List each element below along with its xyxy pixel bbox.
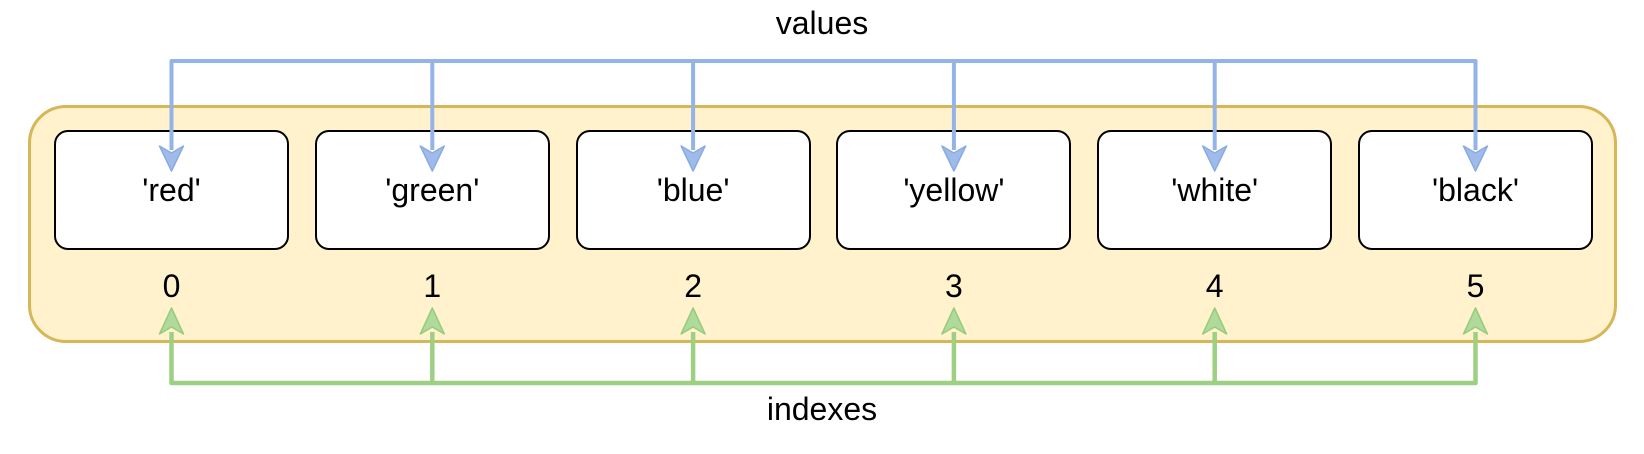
index-number: 0 xyxy=(162,268,181,304)
index-number: 5 xyxy=(1466,268,1485,304)
list-item-box: 'blue' xyxy=(575,130,811,250)
list-item-value: 'blue' xyxy=(656,171,730,208)
indexes-label: indexes xyxy=(766,391,878,427)
list-item-box: 'red' xyxy=(54,130,289,250)
list-item-box: 'yellow' xyxy=(836,130,1072,250)
list-container xyxy=(28,105,1617,343)
list-item-value: 'green' xyxy=(385,171,480,208)
index-number: 1 xyxy=(423,268,442,304)
index-number: 2 xyxy=(684,268,702,304)
list-item-box: 'green' xyxy=(314,130,550,250)
list-item-value: 'white' xyxy=(1171,171,1259,208)
list-item-value: 'red' xyxy=(142,171,201,208)
index-number: 3 xyxy=(944,268,963,304)
indexes-row: 0 1 2 3 4 5 xyxy=(54,266,1593,306)
values-label: values xyxy=(775,5,869,41)
list-item-value: 'black' xyxy=(1432,171,1519,208)
list-item-box: 'black' xyxy=(1357,130,1593,250)
values-row: 'red' 'green' 'blue' 'yellow' 'white' 'b… xyxy=(54,130,1593,250)
list-item-value: 'yellow' xyxy=(903,171,1005,208)
list-item-box: 'white' xyxy=(1097,130,1333,250)
index-number: 4 xyxy=(1205,268,1224,304)
